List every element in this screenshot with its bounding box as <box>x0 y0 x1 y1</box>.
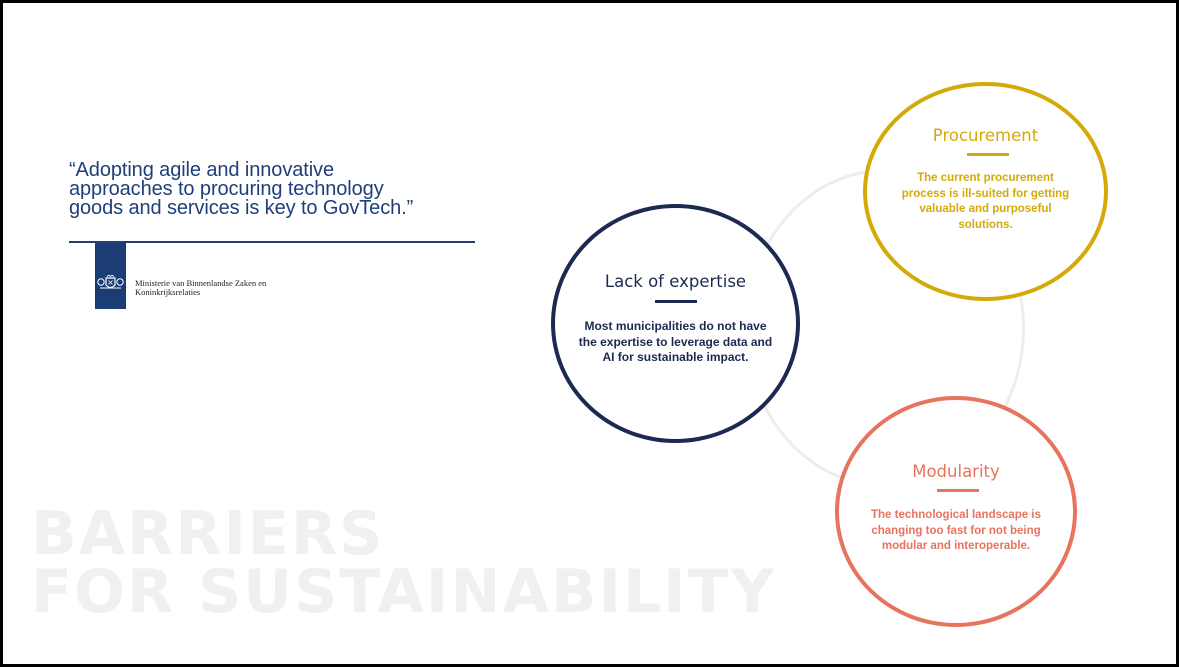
coat-of-arms-icon <box>97 275 124 289</box>
background-title: BARRIERS FOR SUSTAINABILITY <box>31 499 776 627</box>
procurement-circle: Procurement The current procurement proc… <box>863 82 1108 301</box>
ministry-name-line-1: Ministerie van Binnenlandse Zaken en <box>135 278 267 288</box>
expertise-underline <box>655 300 697 303</box>
quote-line-1: “Adopting agile and innovative <box>69 159 334 181</box>
quote-divider <box>69 241 475 243</box>
quote: “Adopting agile and innovative approache… <box>69 159 489 219</box>
quote-line-2: approaches to procuring technology <box>69 178 384 200</box>
background-title-line-1: BARRIERS <box>31 499 385 569</box>
expertise-circle: Lack of expertise Most municipalities do… <box>551 204 800 443</box>
procurement-title: Procurement <box>932 126 1039 145</box>
procurement-underline <box>967 153 1009 156</box>
expertise-title: Lack of expertise <box>604 272 747 291</box>
procurement-description: The current procurement process is ill-s… <box>901 172 1070 231</box>
expertise-description: Most municipalities do not have the expe… <box>578 319 773 364</box>
modularity-description: The technological landscape is changing … <box>871 509 1041 552</box>
ministry-name: Ministerie van Binnenlandse Zaken en Kon… <box>135 279 335 297</box>
modularity-circle: Modularity The technological landscape i… <box>835 396 1077 627</box>
ministry-name-line-2: Koninkrijksrelaties <box>135 287 201 297</box>
modularity-underline <box>937 489 979 492</box>
quote-line-3: goods and services is key to GovTech.” <box>69 197 414 219</box>
modularity-title: Modularity <box>912 462 1000 481</box>
background-title-line-2: FOR SUSTAINABILITY <box>31 557 776 627</box>
